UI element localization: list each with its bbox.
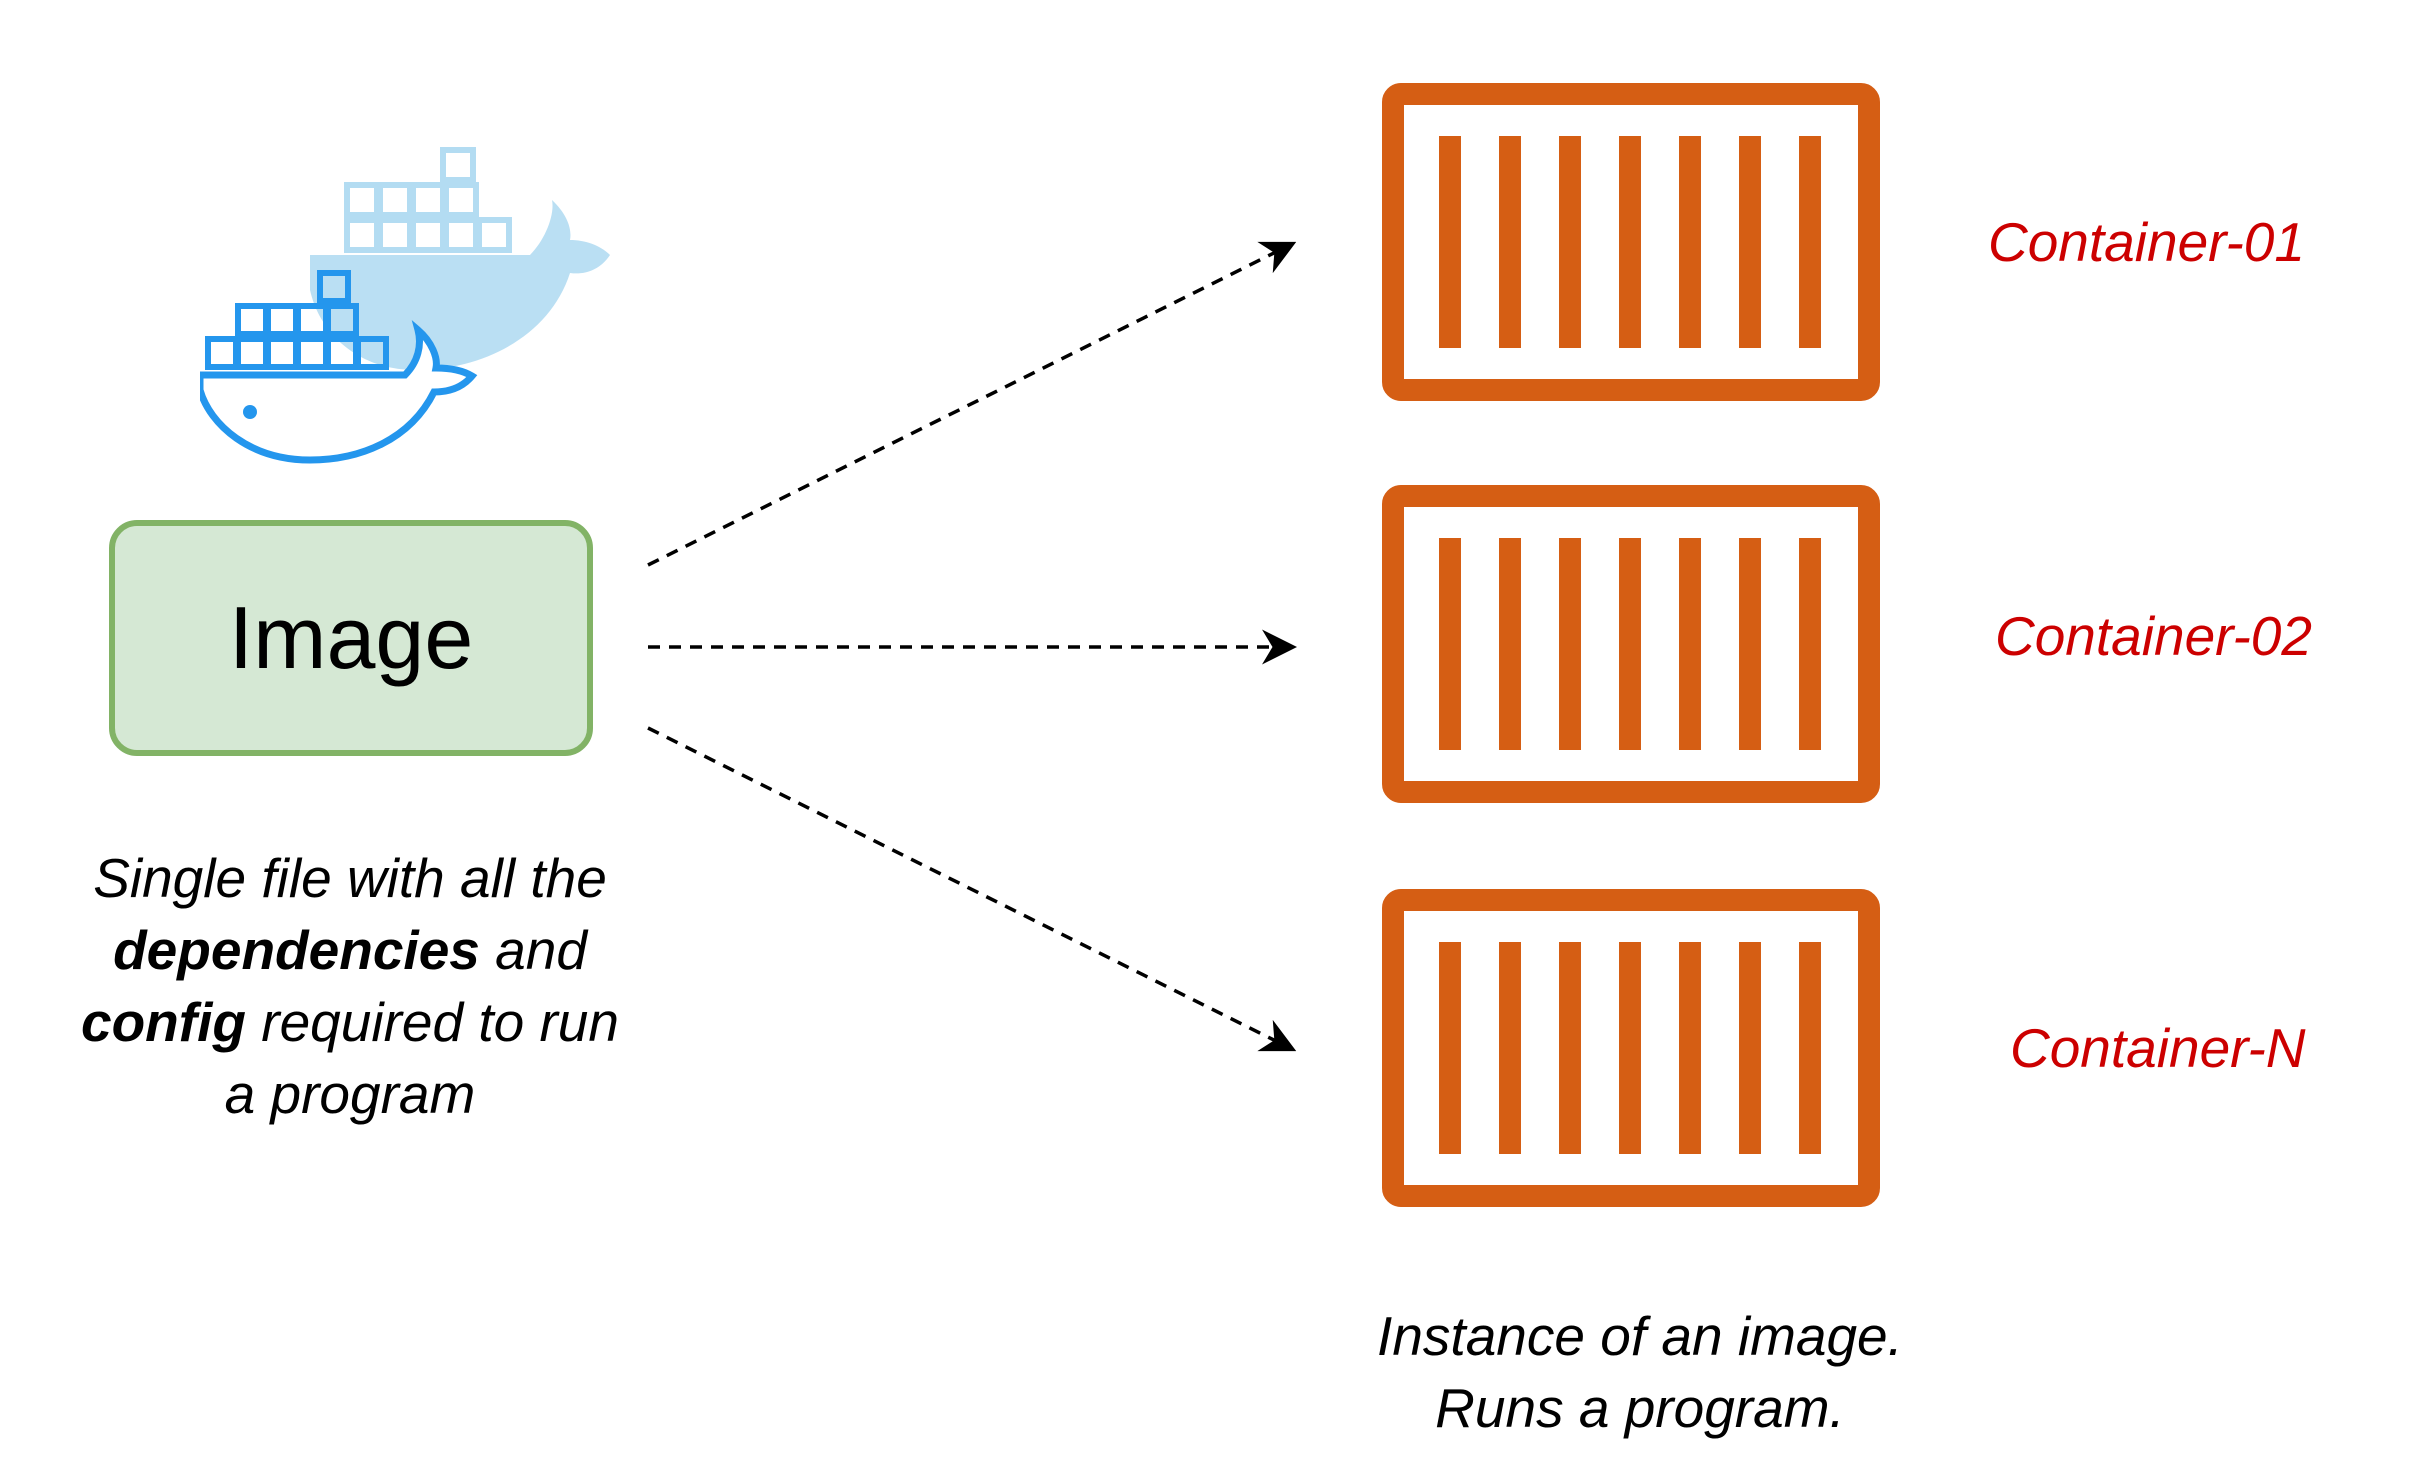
docker-light-whale bbox=[344, 147, 512, 253]
docker-whale-eye bbox=[243, 405, 257, 419]
container-icon bbox=[1382, 83, 1880, 401]
image-description: Single file with all the dependencies an… bbox=[40, 842, 660, 1130]
image-description-line-3: config required to run bbox=[81, 991, 619, 1053]
docker-blue-whale-containers bbox=[205, 270, 389, 370]
container-icon bbox=[1382, 485, 1880, 803]
docker-blue-whale-body bbox=[200, 319, 478, 464]
container-description-line-2: Runs a program. bbox=[1435, 1377, 1845, 1439]
image-node: Image bbox=[109, 520, 593, 756]
image-description-line-1: Single file with all the bbox=[93, 847, 607, 909]
docker-light-whale-body bbox=[310, 200, 610, 370]
container-01-label: Container-01 bbox=[1988, 211, 2305, 273]
arrow-to-container-01 bbox=[647, 241, 1297, 567]
container-02-label: Container-02 bbox=[1995, 605, 2312, 667]
image-node-label: Image bbox=[228, 588, 474, 687]
dependencies-keyword: dependencies bbox=[113, 919, 480, 981]
container-icon bbox=[1382, 889, 1880, 1207]
docker-whale-icon bbox=[200, 147, 610, 464]
container-n-label: Container-N bbox=[2010, 1017, 2306, 1079]
container-description: Instance of an image. Runs a program. bbox=[1270, 1300, 2010, 1444]
container-description-line-1: Instance of an image. bbox=[1377, 1305, 1903, 1367]
config-keyword: config bbox=[81, 991, 246, 1053]
image-description-line-2: dependencies and bbox=[113, 919, 587, 981]
image-description-line-4: a program bbox=[224, 1063, 476, 1125]
arrow-to-container-n bbox=[647, 726, 1297, 1052]
